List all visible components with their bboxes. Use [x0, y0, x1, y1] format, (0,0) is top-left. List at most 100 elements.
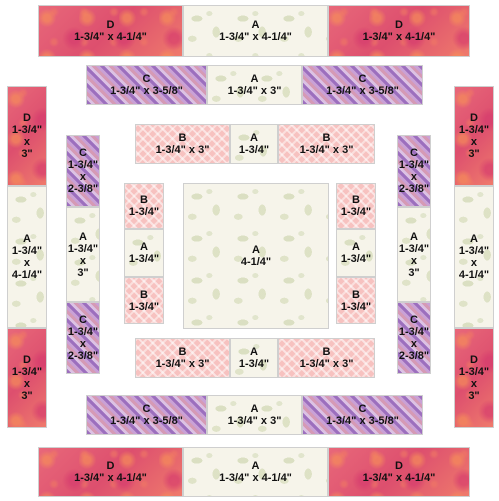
piece-letter: B — [140, 289, 148, 301]
piece-letter: A — [252, 244, 260, 256]
piece-letter: A — [140, 241, 148, 253]
piece-letter: D — [107, 19, 115, 31]
piece-dimensions: 1-3/4" x 2-3/8" — [68, 326, 98, 362]
piece-letter: B — [140, 194, 148, 206]
piece-letter: C — [359, 403, 367, 415]
piece-dimensions: 1-3/4" x 3" — [300, 358, 354, 370]
piece-dimensions: 1-3/4" x 3" — [399, 243, 429, 279]
piece-dimensions: 1-3/4" — [239, 144, 269, 156]
piece-dimensions: 1-3/4" x 4-1/4" — [459, 245, 489, 281]
piece-letter: A — [252, 19, 260, 31]
piece-letter: A — [410, 231, 418, 243]
piece-letter: C — [79, 147, 87, 159]
piece-letter: B — [179, 132, 187, 144]
piece-dimensions: 1-3/4" — [341, 206, 371, 218]
piece-dimensions: 1-3/4" x 3" — [459, 366, 489, 402]
piece-dimensions: 1-3/4" x 3" — [68, 243, 98, 279]
piece-letter: A — [250, 346, 258, 358]
piece-dimensions: 1-3/4" x 3-5/8" — [326, 85, 399, 97]
piece-letter: D — [107, 460, 115, 472]
piece-dimensions: 1-3/4" x 3" — [228, 415, 282, 427]
piece-dimensions: 1-3/4" x 4-1/4" — [363, 472, 436, 484]
piece-dimensions: 1-3/4" — [341, 301, 371, 313]
piece-dimensions: 1-3/4" x 3" — [459, 124, 489, 160]
piece-dimensions: 1-3/4" x 2-3/8" — [399, 326, 429, 362]
piece-letter: B — [352, 289, 360, 301]
piece-dimensions: 1-3/4" x 4-1/4" — [74, 472, 147, 484]
piece-letter: D — [470, 354, 478, 366]
piece-dimensions: 1-3/4" x 3-5/8" — [110, 85, 183, 97]
piece-letter: A — [251, 403, 259, 415]
piece-dimensions: 1-3/4" — [129, 301, 159, 313]
piece-letter: D — [23, 112, 31, 124]
piece-letter: D — [470, 112, 478, 124]
piece-letter: A — [250, 132, 258, 144]
piece-dimensions: 1-3/4" x 3" — [12, 366, 42, 402]
piece-dimensions: 1-3/4" x 3-5/8" — [110, 415, 183, 427]
piece-dimensions: 4-1/4" — [241, 256, 271, 268]
piece-dimensions: 1-3/4" x 3" — [156, 358, 210, 370]
piece-letter: B — [179, 346, 187, 358]
piece-dimensions: 1-3/4" x 3-5/8" — [326, 415, 399, 427]
piece-dimensions: 1-3/4" — [239, 358, 269, 370]
piece-dimensions: 1-3/4" x 2-3/8" — [399, 159, 429, 195]
piece-letter: A — [251, 73, 259, 85]
piece-letter: C — [359, 73, 367, 85]
piece-dimensions: 1-3/4" x 4-1/4" — [219, 472, 292, 484]
piece-dimensions: 1-3/4" x 3" — [300, 144, 354, 156]
piece-letter: C — [143, 403, 151, 415]
piece-letter: B — [323, 346, 331, 358]
piece-letter: B — [323, 132, 331, 144]
piece-letter: B — [352, 194, 360, 206]
piece-letter: A — [352, 241, 360, 253]
piece-dimensions: 1-3/4" x 3" — [12, 124, 42, 160]
piece-letter: A — [23, 233, 31, 245]
piece-letter: C — [79, 314, 87, 326]
piece-dimensions: 1-3/4" x 3" — [156, 144, 210, 156]
piece-letter: C — [410, 314, 418, 326]
piece-letter: C — [143, 73, 151, 85]
piece-letter: D — [395, 460, 403, 472]
piece-dimensions: 1-3/4" x 4-1/4" — [74, 31, 147, 43]
piece-dimensions: 1-3/4" — [341, 253, 371, 265]
piece-letter: D — [23, 354, 31, 366]
piece-letter: A — [79, 231, 87, 243]
piece-letter: C — [410, 147, 418, 159]
piece-letter: A — [252, 460, 260, 472]
piece-letter: D — [395, 19, 403, 31]
piece-letter: A — [470, 233, 478, 245]
